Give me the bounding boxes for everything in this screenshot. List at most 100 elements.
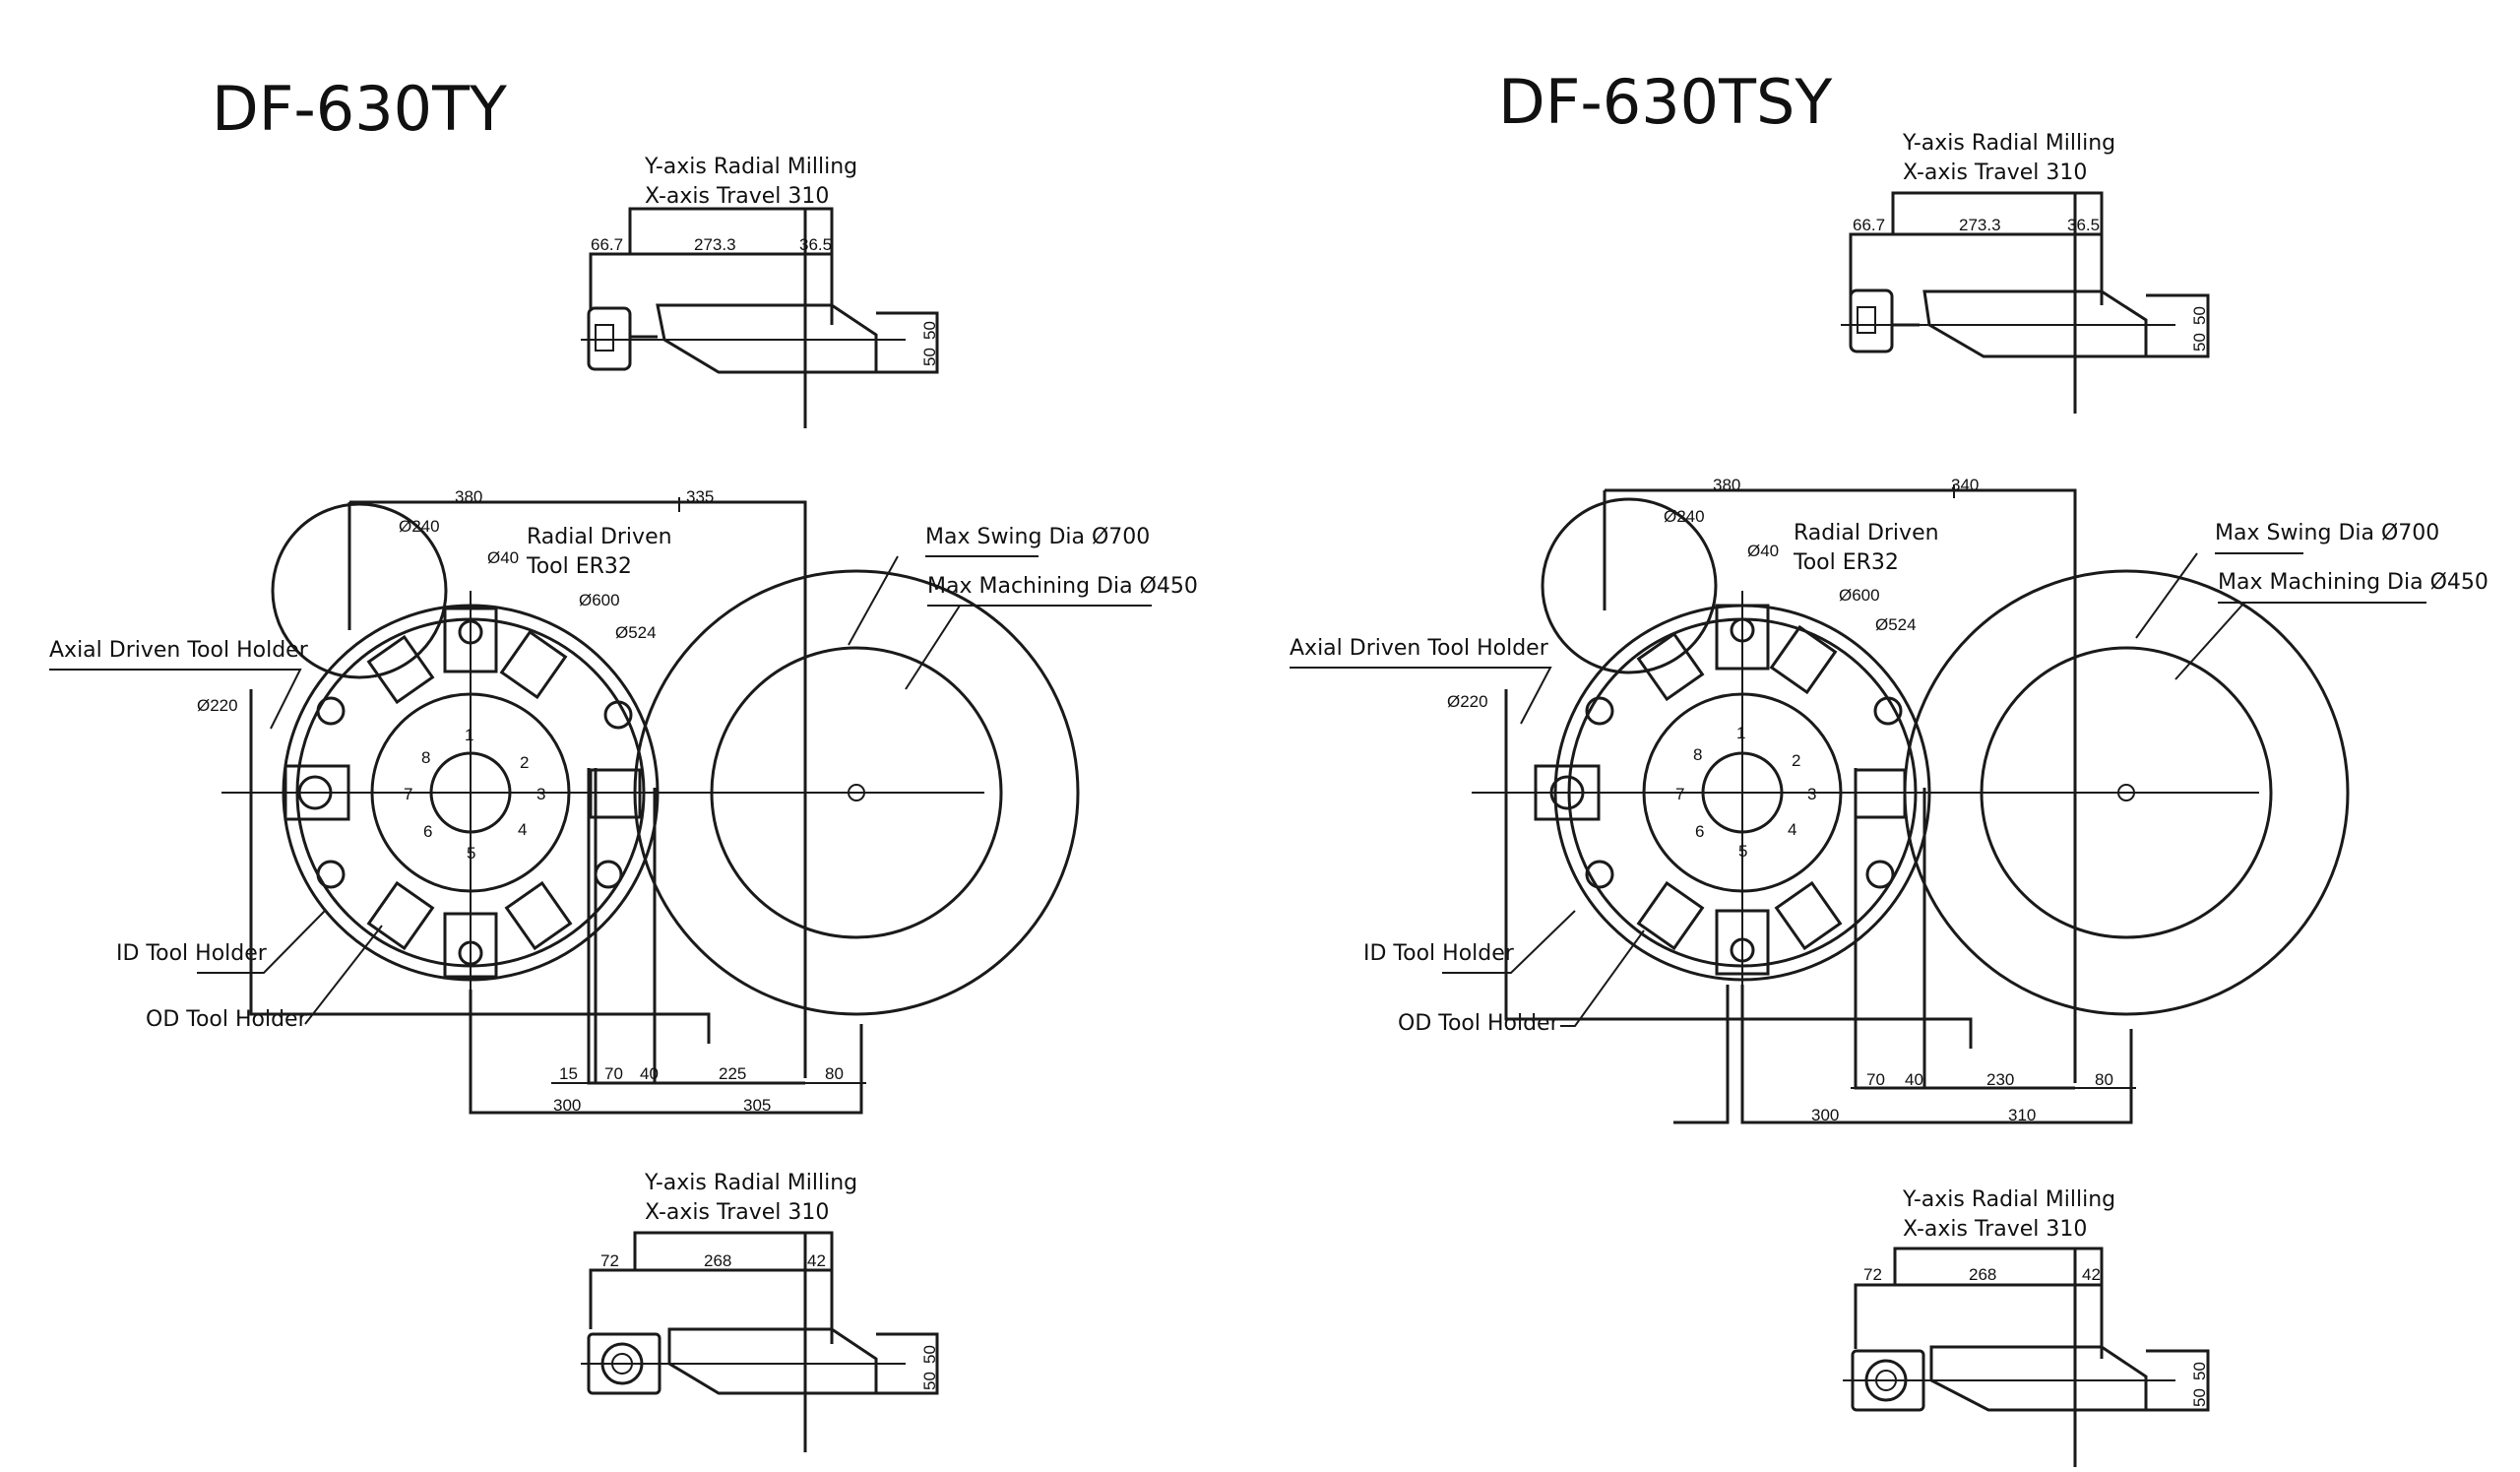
right-dim-340: 340 (1951, 476, 1979, 494)
right-dim-380: 380 (1713, 476, 1740, 494)
left-top-dim-36: 36.5 (799, 235, 832, 254)
right-bottom-label-2: X-axis Travel 310 (1903, 1217, 2087, 1242)
right-bottom-view: Y-axis Radial Milling X-axis Travel 310 … (1843, 1187, 2210, 1467)
left-drawing: DF-630TY Y-axis Radial Milling X-axis Tr… (49, 73, 1198, 1452)
left-axial-label: Axial Driven Tool Holder (49, 638, 309, 663)
left-bottom-label-2: X-axis Travel 310 (645, 1200, 829, 1225)
right-top-label-2: X-axis Travel 310 (1903, 160, 2087, 185)
right-dim-80: 80 (2095, 1070, 2113, 1089)
left-radial-label-1: Radial Driven (527, 525, 672, 549)
left-bot-dim-42: 42 (807, 1251, 826, 1270)
svg-text:5: 5 (1738, 842, 1747, 861)
right-station-numbers: 1 2 3 4 5 6 7 8 (1675, 724, 1816, 861)
svg-text:8: 8 (1693, 745, 1702, 764)
svg-text:1: 1 (1736, 724, 1745, 742)
right-drawing: DF-630TSY Y-axis Radial Milling X-axis T… (1290, 66, 2488, 1467)
svg-text:1: 1 (465, 726, 473, 744)
right-bot-dim-50b: 50 (2190, 1388, 2209, 1407)
right-dim-300: 300 (1811, 1106, 1839, 1124)
right-dia-240: Ø240 (1664, 507, 1705, 526)
left-dim-15: 15 (559, 1064, 578, 1083)
left-dia-524: Ø524 (615, 623, 657, 642)
svg-text:2: 2 (520, 753, 529, 772)
left-dia-220: Ø220 (197, 696, 238, 715)
right-title: DF-630TSY (1498, 66, 1832, 138)
left-bot-dim-72: 72 (600, 1251, 619, 1270)
right-od-label: OD Tool Holder (1398, 1011, 1560, 1036)
left-bottom-label-1: Y-axis Radial Milling (644, 1171, 857, 1195)
left-dim-40: 40 (640, 1064, 659, 1083)
left-dim-380: 380 (455, 487, 482, 506)
left-dim-305: 305 (743, 1096, 771, 1115)
left-bot-dim-268: 268 (704, 1251, 731, 1270)
svg-text:5: 5 (467, 844, 475, 863)
left-station-bottom (443, 912, 498, 979)
right-dia-524: Ø524 (1875, 615, 1917, 634)
left-top-dim-50a: 50 (920, 321, 939, 340)
left-station-top (443, 607, 498, 673)
right-top-label-1: Y-axis Radial Milling (1902, 131, 2115, 156)
svg-text:4: 4 (1788, 820, 1796, 839)
right-top-dim-50a: 50 (2190, 306, 2209, 325)
left-bot-dim-50b: 50 (920, 1372, 939, 1390)
left-dia-240: Ø240 (399, 517, 440, 536)
right-dia-220: Ø220 (1447, 692, 1488, 711)
left-radial-label-2: Tool ER32 (526, 554, 632, 579)
right-top-dim-273: 273.3 (1959, 216, 2001, 234)
right-bot-dim-268: 268 (1969, 1265, 1996, 1284)
right-id-label: ID Tool Holder (1363, 941, 1515, 966)
right-radial-label-1: Radial Driven (1794, 521, 1939, 545)
right-dim-40: 40 (1905, 1070, 1923, 1089)
left-station-right (589, 768, 642, 819)
right-station-top (1715, 604, 1770, 671)
left-top-dim-50b: 50 (920, 348, 939, 366)
right-dia-600: Ø600 (1839, 586, 1880, 605)
left-bot-dim-50a: 50 (920, 1345, 939, 1364)
svg-text:4: 4 (518, 820, 527, 839)
left-top-view: Y-axis Radial Milling X-axis Travel 310 … (581, 155, 939, 428)
right-dim-230: 230 (1986, 1070, 2014, 1089)
right-station-left (1534, 764, 1601, 821)
left-station-left (284, 764, 350, 821)
right-top-dim-50b: 50 (2190, 333, 2209, 352)
right-station-bottom (1715, 909, 1770, 976)
left-station-numbers: 1 2 3 4 5 6 7 8 (404, 726, 545, 863)
left-top-label-1: Y-axis Radial Milling (644, 155, 857, 179)
right-machining-label: Max Machining Dia Ø450 (2218, 570, 2488, 595)
svg-text:6: 6 (423, 822, 432, 841)
left-dia-40: Ø40 (487, 548, 519, 567)
right-top-dim-66: 66.7 (1853, 216, 1885, 234)
left-dim-300: 300 (553, 1096, 581, 1115)
right-radial-label-2: Tool ER32 (1793, 550, 1899, 575)
right-swing-label: Max Swing Dia Ø700 (2215, 521, 2439, 545)
right-bot-dim-72: 72 (1863, 1265, 1882, 1284)
left-dia-600: Ø600 (579, 591, 620, 609)
left-top-dim-273: 273.3 (694, 235, 736, 254)
left-top-dim-66: 66.7 (591, 235, 623, 254)
svg-text:6: 6 (1695, 822, 1704, 841)
right-top-view: Y-axis Radial Milling X-axis Travel 310 … (1841, 131, 2210, 414)
left-top-label-2: X-axis Travel 310 (645, 184, 829, 209)
svg-text:3: 3 (1807, 785, 1816, 803)
left-od-label: OD Tool Holder (146, 1007, 308, 1032)
left-dim-80: 80 (825, 1064, 844, 1083)
right-turret-view: 380 340 1 2 3 4 5 6 7 8 Radial (1290, 476, 2488, 1124)
right-dim-310: 310 (2008, 1106, 2036, 1124)
left-title: DF-630TY (212, 73, 507, 145)
svg-text:3: 3 (536, 785, 545, 803)
left-turret-view: 380 335 1 2 3 4 5 6 7 8 (49, 487, 1198, 1115)
left-dim-70: 70 (604, 1064, 623, 1083)
right-axial-label: Axial Driven Tool Holder (1290, 636, 1549, 661)
right-bot-dim-50a: 50 (2190, 1362, 2209, 1380)
svg-text:8: 8 (421, 748, 430, 767)
left-machining-label: Max Machining Dia Ø450 (927, 574, 1198, 599)
right-bot-dim-42: 42 (2082, 1265, 2101, 1284)
right-bottom-label-1: Y-axis Radial Milling (1902, 1187, 2115, 1212)
left-bottom-view: Y-axis Radial Milling X-axis Travel 310 … (581, 1171, 939, 1452)
svg-text:2: 2 (1792, 751, 1800, 770)
right-dim-70: 70 (1866, 1070, 1885, 1089)
right-top-dim-36: 36.5 (2067, 216, 2100, 234)
svg-text:7: 7 (404, 785, 412, 803)
left-dim-335: 335 (686, 487, 714, 506)
